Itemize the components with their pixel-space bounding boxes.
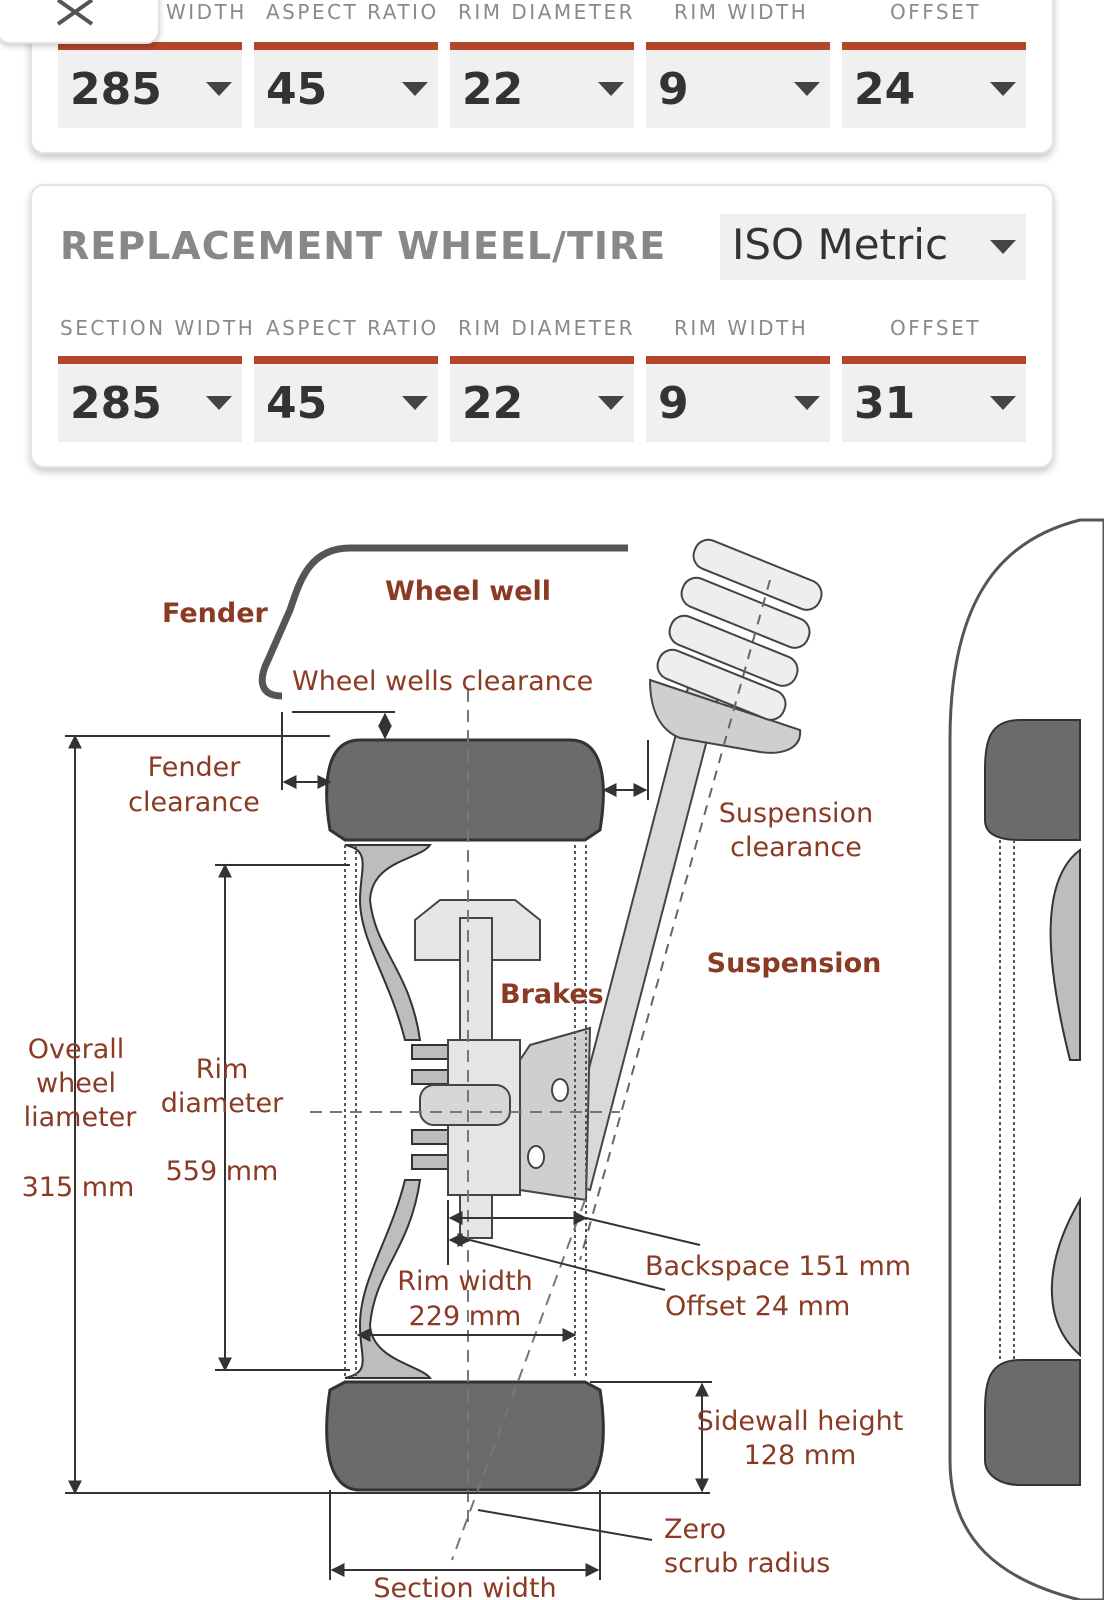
label-offset: Offset 24 mm	[665, 1291, 850, 1322]
chevron-down-icon	[794, 82, 820, 96]
close-icon	[56, 0, 94, 26]
wheel-fitment-diagram: Fender Wheel well Wheel wells clearance …	[22, 518, 1104, 1600]
replacement-rim-width-value: 9	[658, 378, 689, 429]
label-overall-2: wheel	[36, 1068, 116, 1099]
replacement-header-section-width: SECTION WIDTH	[60, 316, 256, 340]
label-rim-diameter-2: diameter	[161, 1088, 284, 1119]
label-rim-width-2: 229 mm	[409, 1301, 522, 1332]
label-rim-width-1: Rim width	[397, 1266, 533, 1297]
original-header-rim-diameter: RIM DIAMETER	[458, 0, 636, 24]
replacement-aspect-ratio-select[interactable]: 45	[254, 356, 438, 442]
label-sidewall-2: 128 mm	[744, 1440, 857, 1471]
replacement-rim-diameter-select[interactable]: 22	[450, 356, 634, 442]
chevron-down-icon	[598, 82, 624, 96]
replacement-aspect-ratio-value: 45	[266, 378, 328, 429]
label-wheel-wells-clearance: Wheel wells clearance	[292, 666, 593, 697]
original-header-aspect-ratio: ASPECT RATIO	[266, 0, 439, 24]
label-suspension: Suspension	[707, 948, 882, 979]
chevron-down-icon	[598, 396, 624, 410]
replacement-header-rim-diameter: RIM DIAMETER	[458, 316, 636, 340]
label-overall-3: liameter	[24, 1102, 138, 1133]
replacement-section-width-select[interactable]: 285	[58, 356, 242, 442]
label-section-width: Section width	[373, 1573, 556, 1600]
replacement-header-offset: OFFSET	[890, 316, 981, 340]
label-sidewall-1: Sidewall height	[697, 1406, 904, 1437]
original-rim-diameter-select[interactable]: 22	[450, 42, 634, 128]
label-suspension-clearance-2: clearance	[730, 832, 862, 863]
replacement-offset-select[interactable]: 31	[842, 356, 1026, 442]
original-rim-diameter-value: 22	[462, 64, 524, 115]
chevron-down-icon	[990, 396, 1016, 410]
chevron-down-icon	[206, 396, 232, 410]
original-offset-select[interactable]: 24	[842, 42, 1026, 128]
label-rim-diameter-value: 559 mm	[166, 1156, 279, 1187]
label-brakes: Brakes	[500, 979, 604, 1010]
original-aspect-ratio-select[interactable]: 45	[254, 42, 438, 128]
label-backspace: Backspace 151 mm	[645, 1251, 911, 1282]
brake-assembly	[414, 899, 541, 1239]
replacement-header-rim-width: RIM WIDTH	[674, 316, 809, 340]
original-aspect-ratio-value: 45	[266, 64, 328, 115]
original-offset-value: 24	[854, 64, 916, 115]
original-header-width: WIDTH	[166, 0, 247, 24]
label-overall-1: Overall	[28, 1034, 125, 1065]
unit-system-value: ISO Metric	[732, 220, 949, 269]
chevron-down-icon	[990, 82, 1016, 96]
unit-system-select[interactable]: ISO Metric	[720, 214, 1026, 280]
next-diagram-panel[interactable]	[948, 518, 1104, 1600]
original-header-rim-width: RIM WIDTH	[674, 0, 809, 24]
original-header-offset: OFFSET	[890, 0, 981, 24]
original-wheel-card: WIDTH ASPECT RATIO RIM DIAMETER RIM WIDT…	[30, 0, 1054, 154]
label-fender-clearance-1: Fender	[148, 752, 242, 783]
label-zero-scrub-2: scrub radius	[664, 1548, 830, 1579]
replacement-header-aspect-ratio: ASPECT RATIO	[266, 316, 439, 340]
upper-tire	[325, 738, 605, 842]
original-rim-width-select[interactable]: 9	[646, 42, 830, 128]
replacement-rim-width-select[interactable]: 9	[646, 356, 830, 442]
original-width-select[interactable]: 285	[58, 42, 242, 128]
label-overall-value: 315 mm	[22, 1172, 135, 1203]
label-zero-scrub-1: Zero	[664, 1514, 726, 1545]
replacement-rim-diameter-value: 22	[462, 378, 524, 429]
label-wheel-well: Wheel well	[385, 576, 551, 607]
label-rim-diameter-1: Rim	[196, 1054, 249, 1085]
chevron-down-icon	[794, 396, 820, 410]
replacement-title: REPLACEMENT WHEEL/TIRE	[60, 224, 667, 268]
replacement-wheel-card: REPLACEMENT WHEEL/TIRE ISO Metric SECTIO…	[30, 184, 1054, 468]
label-fender-clearance-2: clearance	[128, 787, 260, 818]
suspension-strut	[494, 538, 823, 1261]
replacement-section-width-value: 285	[70, 378, 162, 429]
lower-tire	[325, 1380, 605, 1492]
label-suspension-clearance-1: Suspension	[719, 798, 873, 829]
replacement-offset-value: 31	[854, 378, 916, 429]
chevron-down-icon	[402, 82, 428, 96]
chevron-down-icon	[206, 82, 232, 96]
original-rim-width-value: 9	[658, 64, 689, 115]
chevron-down-icon	[990, 240, 1016, 254]
close-button[interactable]	[0, 0, 160, 44]
chevron-down-icon	[402, 396, 428, 410]
label-fender: Fender	[162, 598, 269, 629]
original-width-value: 285	[70, 64, 162, 115]
